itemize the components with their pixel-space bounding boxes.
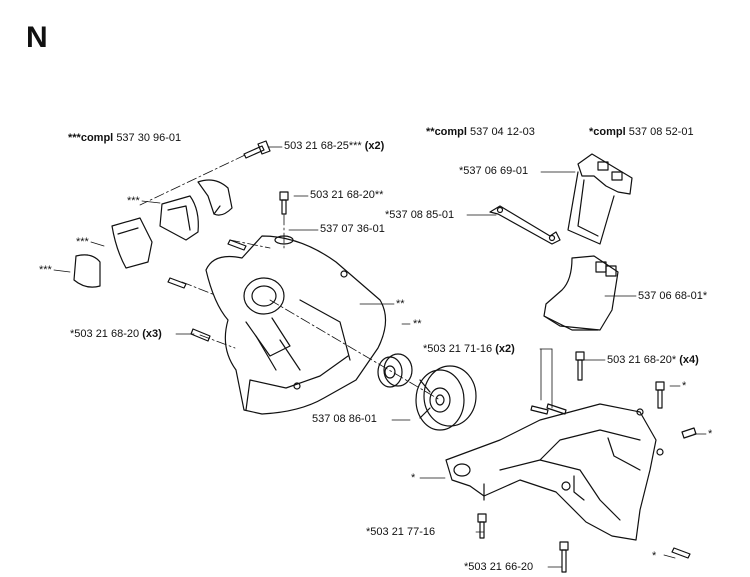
section-letter: N <box>26 21 48 54</box>
part-label-bracket-top: *537 06 69-01 <box>459 165 529 177</box>
mark-single-3: * <box>411 472 416 484</box>
lower-frame-icon <box>445 403 664 541</box>
screw-right-icon <box>575 351 585 381</box>
part-label-screw-bolt: 503 21 68-20** <box>310 189 384 201</box>
bracket-top-icon <box>567 153 633 245</box>
part-label-pulley: 537 08 86-01 <box>312 413 377 425</box>
axis-lines <box>139 154 441 401</box>
part-label-cover-lower: 537 06 68-01* <box>638 290 708 302</box>
screw-mid-left-icon <box>167 239 247 342</box>
cover-lower-icon <box>543 255 619 331</box>
screw-far-right-icon <box>655 381 697 559</box>
screw-top-icon <box>243 140 271 159</box>
part-label-clip: *537 08 85-01 <box>385 209 455 221</box>
part-label-screw-pair: *503 21 71-16 (x2) <box>423 343 515 355</box>
part-label-screw-top: 503 21 68-25*** (x2) <box>284 140 385 152</box>
mark-double-2: ** <box>413 318 422 330</box>
mark-triple-1: *** <box>127 195 140 207</box>
screw-pair-icon <box>530 403 567 415</box>
shield-upper-icon <box>73 179 233 288</box>
pulley-icon <box>415 365 477 431</box>
part-label-screw-right: 503 21 68-20* (x4) <box>607 354 699 366</box>
screw-bottom-icon <box>477 513 569 573</box>
bearing-icon <box>377 353 413 388</box>
mark-triple-2: *** <box>76 236 89 248</box>
kit-header-triple: ***compl 537 30 96-01 <box>68 132 182 144</box>
clip-icon <box>489 205 561 245</box>
mark-triple-3: *** <box>39 264 52 276</box>
crankcase-housing-icon <box>205 235 387 415</box>
part-label-screw-bottom2: *503 21 66-20 <box>464 561 534 573</box>
mark-single-2: * <box>708 428 713 440</box>
part-label-screw-left: *503 21 68-20 (x3) <box>70 328 162 340</box>
bolt-vertical-icon <box>279 191 289 215</box>
mark-single-4: * <box>652 550 657 562</box>
kit-header-double: **compl 537 04 12-03 <box>426 126 535 138</box>
part-label-washer: 537 07 36-01 <box>320 223 385 235</box>
mark-single-1: * <box>682 380 687 392</box>
leader-lines <box>53 146 707 568</box>
kit-header-single: *compl 537 08 52-01 <box>589 126 694 138</box>
mark-double-1: ** <box>396 298 405 310</box>
part-label-screw-bottom1: *503 21 77-16 <box>366 526 436 538</box>
